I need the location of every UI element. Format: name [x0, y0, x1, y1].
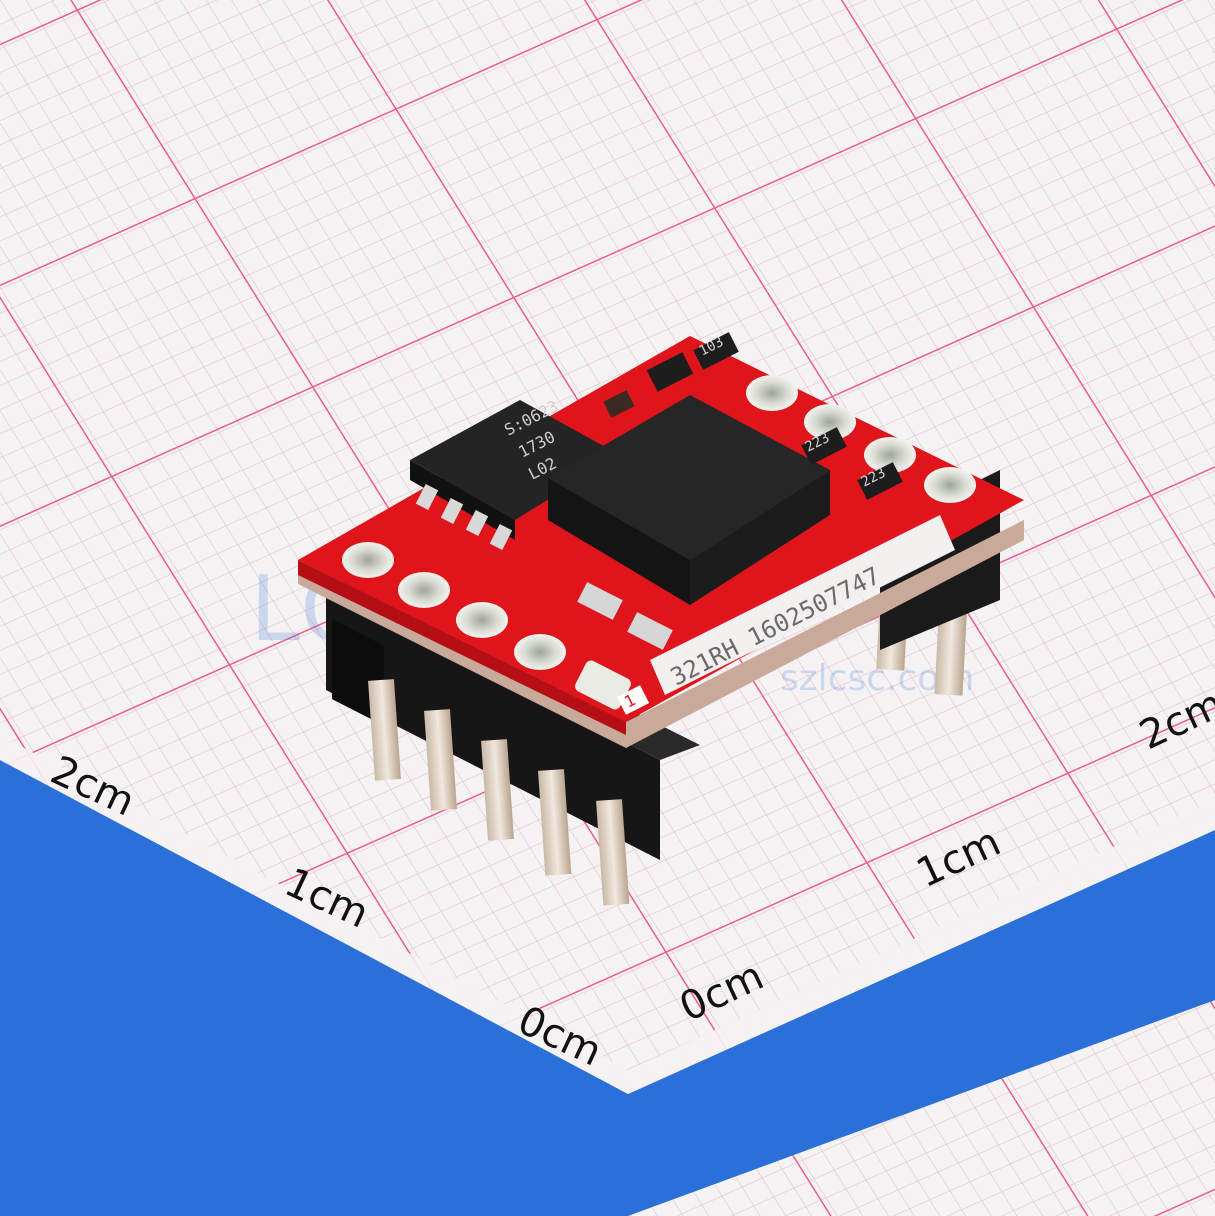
pin-3 [481, 739, 514, 841]
ruler-band-left [0, 760, 628, 1216]
ruler-paper-left [0, 735, 628, 1094]
pin-5 [596, 799, 630, 906]
ruler-paper-right [628, 800, 1215, 1094]
ruler-band-right [628, 830, 1215, 1216]
soic-chip: S:0623 1730 L02 [410, 396, 620, 550]
back-pads [746, 375, 976, 503]
smd-components: 103 223 223 [603, 332, 903, 500]
pin-4 [538, 769, 572, 876]
pin-2 [424, 709, 457, 811]
power-package [548, 395, 830, 650]
front-pads [342, 542, 631, 710]
pin-1 [368, 679, 401, 781]
pin1-marker: 1 [616, 685, 650, 715]
